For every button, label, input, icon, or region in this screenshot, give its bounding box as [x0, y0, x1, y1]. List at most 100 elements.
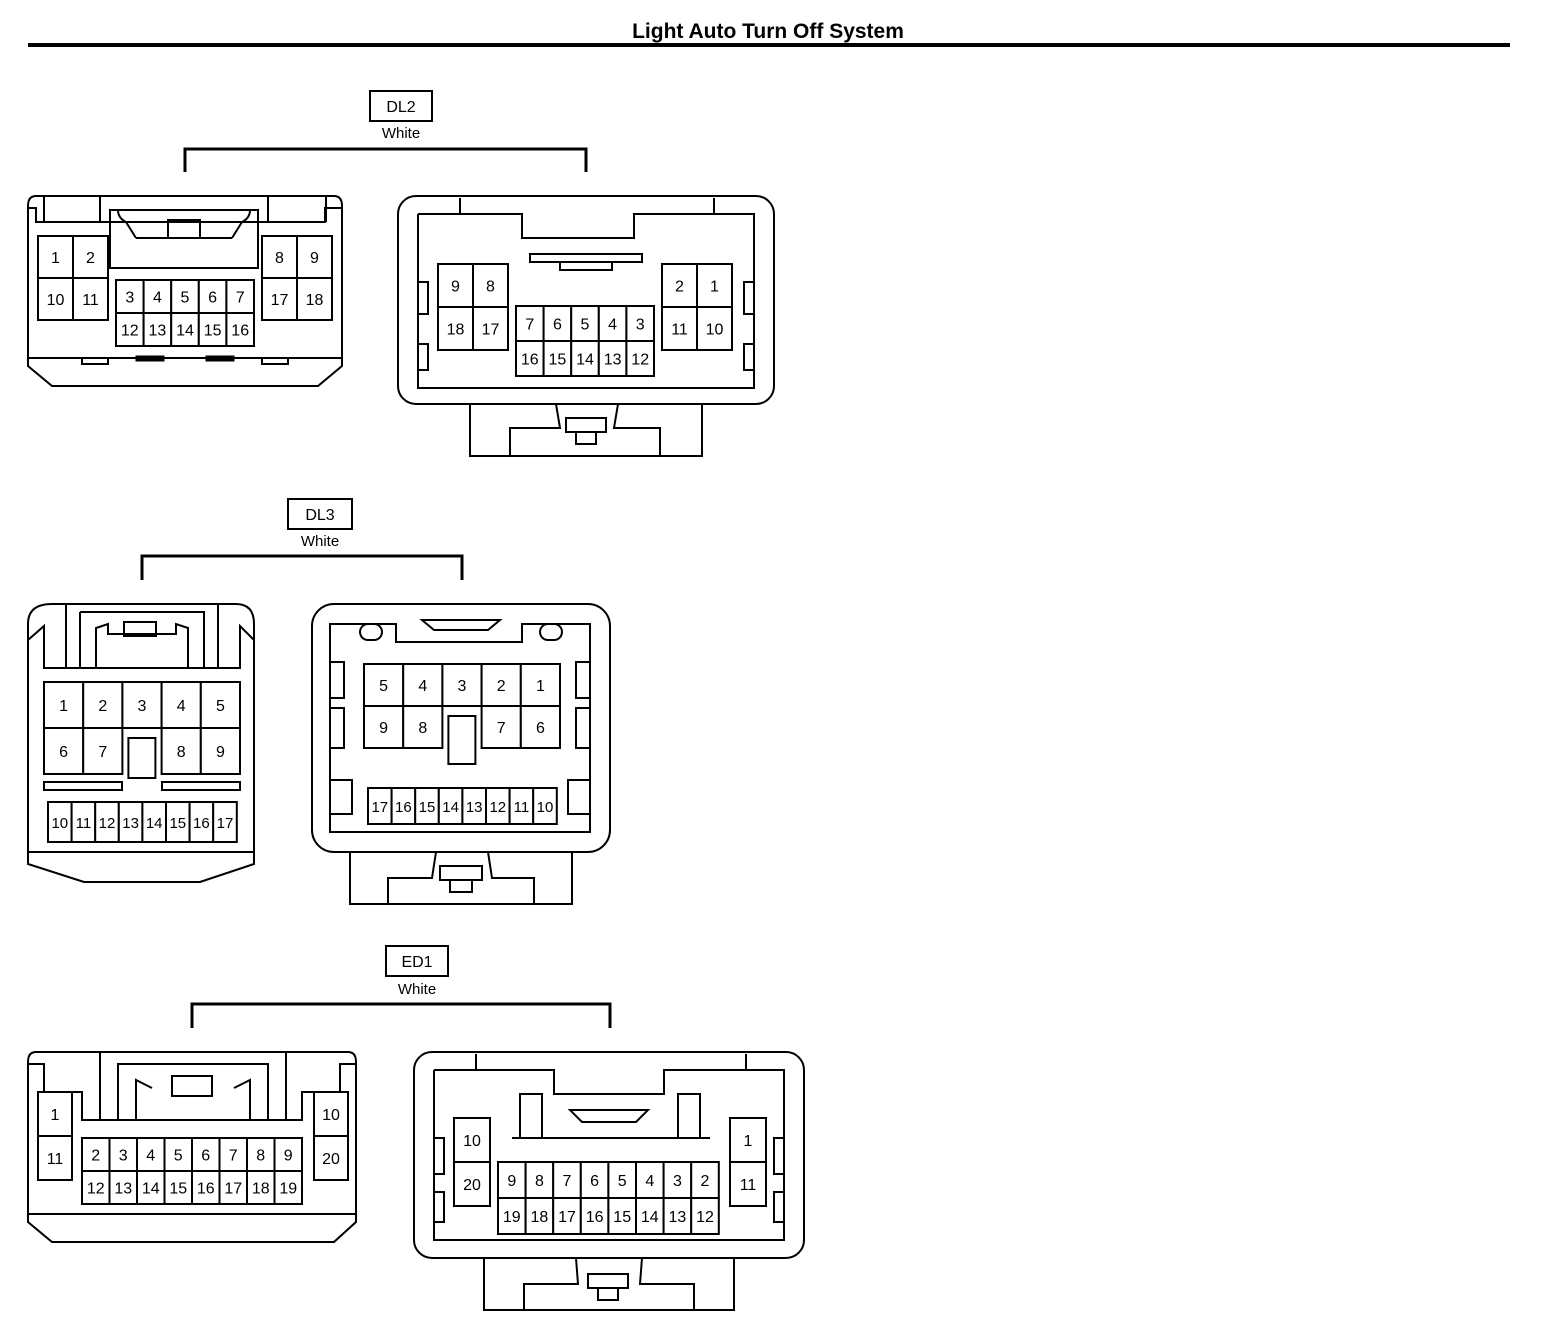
pin-number: 13: [149, 323, 167, 340]
pin-number: 14: [442, 799, 459, 816]
pin-number: 8: [535, 1173, 544, 1190]
pin-number: 7: [98, 744, 107, 761]
pin-cell: [81, 1170, 111, 1205]
pin-number: 17: [558, 1209, 576, 1226]
connector-id-label: ED1: [401, 954, 432, 971]
pin-cell: [532, 787, 558, 825]
pin-cell: [402, 705, 444, 749]
pin-number: 11: [47, 1151, 64, 1168]
pin-number: 15: [204, 323, 222, 340]
pin-number: 10: [463, 1133, 481, 1150]
pin-number: 4: [177, 698, 186, 715]
pin-cell: [72, 277, 109, 321]
pin-cell: [597, 305, 628, 342]
pin-cell: [635, 1161, 665, 1199]
pin-number: 16: [395, 799, 412, 816]
pin-number: 17: [482, 322, 500, 339]
pin-number: 4: [146, 1148, 155, 1165]
pin-number: 5: [181, 290, 190, 307]
pin-number: 4: [608, 317, 617, 334]
pin-cell: [197, 312, 228, 347]
pin-number: 12: [99, 815, 116, 832]
pin-cell: [696, 263, 733, 308]
pin-number: 1: [710, 279, 719, 296]
pin-number: 15: [169, 815, 186, 832]
pin-number: 18: [306, 292, 324, 309]
pin-cavity: [127, 737, 157, 779]
pin-number: 20: [463, 1177, 481, 1194]
connector-id-label: DL2: [386, 99, 415, 116]
pin-number: 15: [419, 799, 436, 816]
pin-number: 16: [193, 815, 210, 832]
pin-cavity: [447, 715, 477, 765]
pin-number: 5: [216, 698, 225, 715]
pin-cell: [212, 801, 238, 843]
pin-cell: [552, 1161, 582, 1199]
pin-number: 6: [201, 1148, 210, 1165]
pin-number: 1: [59, 698, 68, 715]
pin-number: 13: [122, 815, 139, 832]
pin-number: 8: [256, 1148, 265, 1165]
pin-number: 6: [553, 317, 562, 334]
pin-number: 4: [645, 1173, 654, 1190]
pin-number: 19: [279, 1181, 297, 1198]
pin-number: 4: [418, 678, 427, 695]
pin-cell: [296, 235, 333, 279]
pin-number: 3: [125, 290, 134, 307]
dl3-right-housing: [311, 603, 611, 905]
connector-bracket: [183, 147, 588, 172]
pin-number: 7: [525, 317, 534, 334]
pin-number: 15: [613, 1209, 631, 1226]
pin-cell: [225, 312, 255, 347]
pin-cell: [552, 1197, 582, 1235]
pin-number: 19: [503, 1209, 521, 1226]
pin-cell: [108, 1170, 138, 1205]
pin-cell: [607, 1197, 638, 1235]
pin-number: 5: [618, 1173, 627, 1190]
pin-cell: [524, 1161, 555, 1199]
pin-number: 4: [153, 290, 162, 307]
pin-number: 20: [322, 1151, 340, 1168]
pin-number: 13: [114, 1181, 132, 1198]
pin-number: 3: [636, 317, 645, 334]
pin-cell: [497, 1161, 527, 1199]
pin-cell: [43, 727, 85, 775]
pin-cell: [570, 340, 600, 377]
pin-number: 13: [466, 799, 483, 816]
pin-cell: [729, 1117, 767, 1163]
pin-cell: [43, 681, 85, 729]
pin-cell: [191, 1137, 221, 1172]
pin-cell: [273, 1170, 303, 1205]
pin-number: 11: [740, 1177, 757, 1194]
pin-cell: [662, 1197, 693, 1235]
pin-number: 9: [507, 1173, 516, 1190]
pin-number: 11: [76, 815, 92, 832]
connector-id-label: DL3: [305, 507, 334, 524]
pin-number: 10: [322, 1107, 340, 1124]
pin-number: 6: [59, 744, 68, 761]
pin-number: 8: [275, 250, 284, 267]
dl3-left-housing: [27, 603, 255, 883]
pin-cell: [136, 1170, 166, 1205]
pin-cell: [542, 340, 573, 377]
pin-number: 17: [371, 799, 388, 816]
pin-number: 6: [536, 720, 545, 737]
page-title: Light Auto Turn Off System: [632, 20, 904, 43]
pin-cell: [635, 1197, 665, 1235]
pin-number: 12: [696, 1209, 714, 1226]
pin-number: 18: [447, 322, 465, 339]
pin-number: 16: [231, 323, 249, 340]
pin-number: 2: [91, 1148, 100, 1165]
pin-number: 2: [497, 678, 506, 695]
ed1-left-housing: [27, 1051, 357, 1243]
pin-number: 6: [590, 1173, 599, 1190]
pin-cell: [497, 1197, 527, 1235]
pin-number: 18: [531, 1209, 549, 1226]
pin-cell: [121, 681, 163, 729]
pin-number: 12: [631, 352, 649, 369]
pin-cell: [72, 235, 109, 279]
